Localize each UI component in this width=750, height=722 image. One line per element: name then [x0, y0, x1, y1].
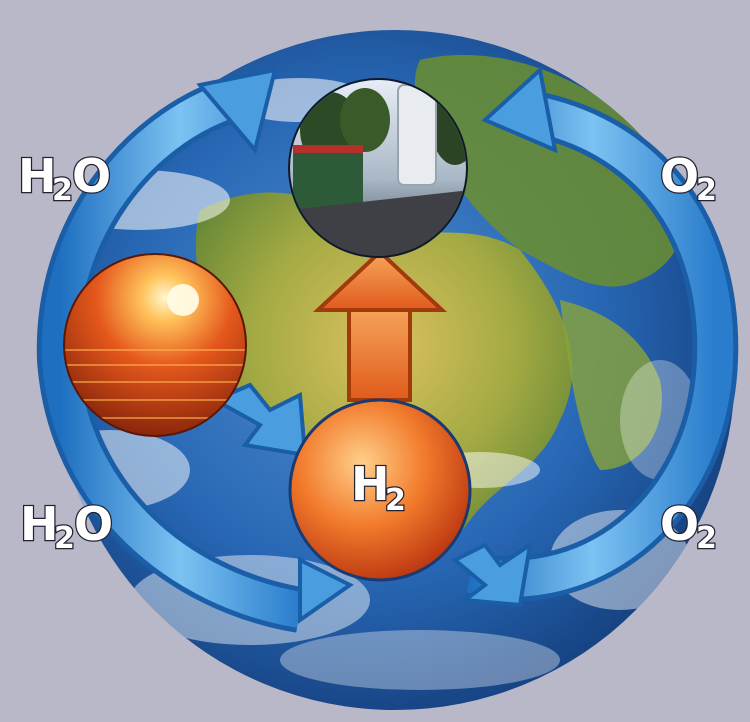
o2-bottom-main: O	[660, 497, 699, 551]
h2o-bottom-tail: O	[74, 497, 113, 551]
arrowhead-bottom-left	[298, 556, 354, 624]
arrowhead-top-left	[196, 67, 278, 155]
o2-bottom-sub: 2	[696, 521, 717, 556]
h2o-top-main: H	[18, 149, 57, 203]
h2o-top-sub: 2	[52, 173, 73, 208]
arrowhead-top-right	[481, 66, 558, 154]
sunset-sea-photo	[63, 253, 247, 437]
o2-top-main: O	[660, 149, 699, 203]
o2-top-sub: 2	[696, 173, 717, 208]
oxygen-label-top: O 2	[659, 148, 718, 210]
hydrogen-to-plant-arrow	[312, 249, 448, 402]
h2o-bottom-main: H	[20, 497, 59, 551]
h2-label-sub: 2	[385, 483, 406, 518]
oxygen-label-bottom: O 2	[659, 496, 718, 558]
arrowhead-sunset-to-h2	[210, 382, 308, 458]
h2-label-main: H	[351, 457, 390, 511]
h2o-bottom-sub: 2	[54, 521, 75, 556]
hydrogen-sphere: H 2	[288, 398, 472, 582]
arrowhead-h2-to-o2	[451, 540, 533, 608]
h2o-top-tail: O	[72, 149, 111, 203]
water-cycle-arrows	[36, 78, 739, 633]
water-label-bottom: H 2 O	[19, 496, 115, 558]
water-label-top: H 2 O	[17, 148, 113, 210]
